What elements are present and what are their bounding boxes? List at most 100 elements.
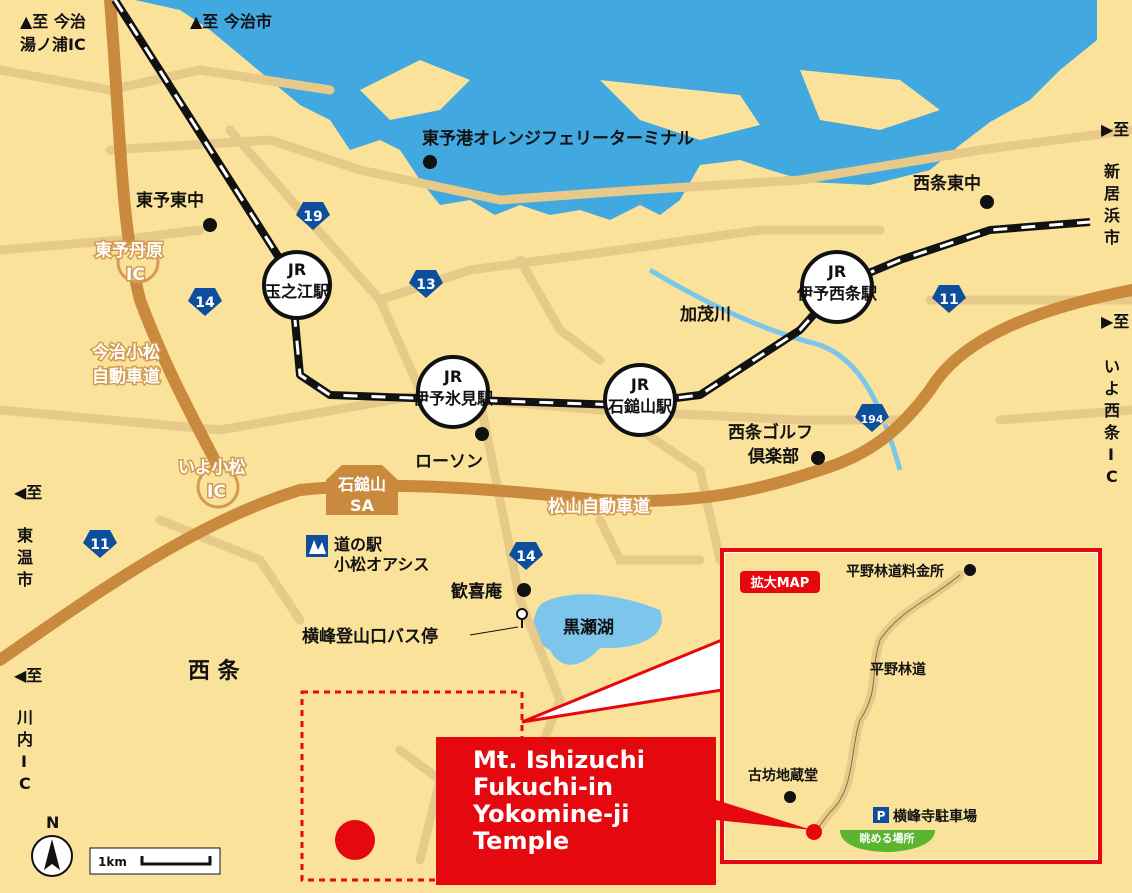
inset-jizo-label: 古坊地蔵堂 — [748, 767, 818, 784]
route-shield: 11 — [932, 285, 966, 313]
label-saijo: 西 条 — [188, 658, 241, 684]
label-kurose-lake: 黒瀬湖 — [563, 618, 614, 638]
sa-ishizuchiyama: 石鎚山 SA — [326, 465, 398, 515]
label-kankian: 歓喜庵 — [451, 581, 502, 602]
label-golf-2: 倶楽部 — [747, 446, 799, 467]
temple-marker — [335, 820, 375, 860]
svg-text:温: 温 — [16, 548, 33, 567]
inset-badge — [740, 571, 820, 593]
svg-text:IC: IC — [207, 482, 226, 502]
svg-text:1km: 1km — [98, 855, 127, 869]
svg-text:条: 条 — [1103, 423, 1121, 442]
expressways — [0, 0, 1132, 666]
svg-text:JR: JR — [630, 375, 649, 394]
harbor-pier — [360, 60, 470, 120]
label-bus-stop: 横峰登山口バス停 — [302, 626, 438, 647]
svg-text:C: C — [1106, 467, 1118, 486]
svg-text:▶至: ▶至 — [1101, 312, 1129, 331]
callout-line: Temple — [473, 827, 570, 855]
label-kamo-river: 加茂川 — [679, 304, 731, 325]
ic-iyo-komatsu: いよ小松 IC — [177, 456, 247, 509]
svg-text:内: 内 — [17, 730, 33, 749]
route-shield: 14 — [509, 542, 543, 570]
svg-text:玉之江駅: 玉之江駅 — [265, 282, 330, 301]
inset-temple-marker — [806, 824, 822, 840]
svg-text:SA: SA — [350, 496, 375, 515]
inset-toll-label: 平野林道料金所 — [846, 563, 944, 580]
michi-no-eki: 道の駅 小松オアシス — [306, 535, 429, 574]
sea — [135, 0, 1097, 220]
svg-text:眺める場所: 眺める場所 — [860, 831, 915, 845]
svg-text:伊予氷見駅: 伊予氷見駅 — [412, 389, 494, 408]
svg-text:川: 川 — [16, 708, 33, 727]
label-lawson: ローソン — [415, 452, 483, 472]
svg-text:I: I — [21, 752, 27, 771]
label-ferry-terminal: 東予港オレンジフェリーターミナル — [422, 128, 694, 149]
kurose-lake — [533, 594, 662, 665]
svg-text:11: 11 — [939, 292, 958, 308]
direction-imabari-city: ▲至 今治市 — [190, 12, 272, 31]
svg-text:居: 居 — [1104, 184, 1120, 203]
svg-text:N: N — [46, 813, 59, 832]
svg-text:拡大MAP: 拡大MAP — [751, 575, 810, 591]
scale-bar: 1km — [89, 847, 221, 875]
north-arrow-icon — [44, 839, 60, 870]
label-golf-1: 西条ゴルフ — [728, 422, 813, 443]
station-ishizuchiyama: JR 石鎚山駅 — [603, 363, 677, 437]
svg-text:いよ小松: いよ小松 — [178, 457, 246, 478]
label-saijo-east-jh: 西条東中 — [913, 173, 981, 194]
inset-map: 拡大MAP 平野林道料金所 平野林道 古坊地蔵堂 P 横峰寺駐車場 眺める場所 — [716, 548, 1102, 864]
svg-text:C: C — [19, 774, 31, 793]
matsuyama-expressway-label: 松山自動車道 — [548, 496, 650, 517]
svg-text:P: P — [877, 809, 886, 823]
svg-text:I: I — [1108, 445, 1114, 464]
svg-text:市: 市 — [1104, 228, 1120, 247]
svg-text:JR: JR — [443, 367, 462, 386]
callout-line: Mt. Ishizuchi — [473, 746, 645, 774]
svg-text:13: 13 — [416, 277, 435, 293]
svg-text:東予丹原: 東予丹原 — [95, 240, 163, 261]
svg-text:◀至: ◀至 — [14, 666, 42, 685]
svg-text:石鎚山駅: 石鎚山駅 — [607, 397, 673, 416]
svg-text:JR: JR — [287, 260, 306, 279]
svg-text:東: 東 — [17, 526, 33, 545]
station-iyo-himi: JR 伊予氷見駅 — [412, 355, 494, 429]
parking-icon — [873, 807, 889, 823]
svg-text:11: 11 — [90, 537, 109, 553]
inset-forest-road-label: 平野林道 — [870, 661, 926, 678]
label-toyo-east-jh: 東予東中 — [136, 190, 204, 211]
direction-niihama: ▶至 新 居 浜 市 — [1101, 120, 1129, 247]
svg-text:◀至: ◀至 — [14, 483, 42, 502]
callout-line: Yokomine-ji — [473, 800, 630, 828]
svg-text:JR: JR — [827, 262, 846, 281]
svg-text:い: い — [1104, 357, 1120, 376]
svg-text:IC: IC — [126, 265, 145, 285]
jr-railway-dash — [113, 0, 1091, 407]
svg-text:よ: よ — [1104, 379, 1120, 398]
svg-text:▶至: ▶至 — [1101, 120, 1129, 139]
svg-text:19: 19 — [303, 209, 322, 225]
svg-text:西: 西 — [1104, 401, 1120, 420]
svg-text:市: 市 — [17, 570, 33, 589]
svg-text:14: 14 — [195, 295, 215, 311]
route-shield: 194 — [855, 404, 889, 432]
ic-toyo-tanbara: 東予丹原 IC — [94, 239, 165, 287]
svg-text:自動車道: 自動車道 — [92, 366, 160, 387]
svg-text:今治小松: 今治小松 — [92, 342, 160, 363]
direction-imabari-1: ▲至 今治 — [20, 12, 86, 31]
svg-text:浜: 浜 — [1104, 206, 1120, 225]
route-shield: 19 — [296, 202, 330, 230]
poi-dots — [203, 155, 994, 597]
direction-kawauchi: ◀至 川 内 I C — [14, 666, 42, 793]
viewpoint-badge — [840, 830, 935, 852]
route-shield: 13 — [409, 270, 443, 298]
imabari-komatsu-expressway-label: 今治小松 自動車道 — [91, 341, 162, 389]
direction-toon: ◀至 東 温 市 — [14, 483, 42, 589]
callout-line: Fukuchi-in — [473, 773, 614, 801]
route-shield: 11 — [83, 530, 117, 558]
harbor-pier — [800, 70, 940, 130]
minor-roads — [0, 65, 1132, 865]
bus-stop-marker — [469, 608, 528, 636]
